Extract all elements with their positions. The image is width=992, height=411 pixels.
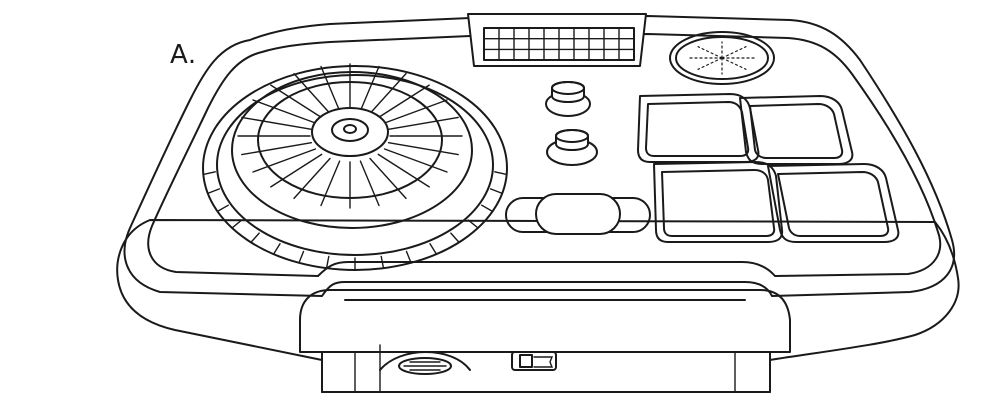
- display-grid-cells: [483, 27, 635, 61]
- jog-spoke: [293, 157, 331, 200]
- pad-inner: [749, 103, 844, 159]
- speaker-ray: [697, 46, 723, 59]
- rim-tick: [494, 171, 508, 176]
- jog-wheel-spindle: [331, 118, 369, 142]
- drum-pad-bottom-left[interactable]: [653, 161, 784, 243]
- speaker-inner-ring: [675, 36, 769, 80]
- jog-spoke: [383, 99, 448, 124]
- rotary-knob-top[interactable]: [545, 81, 591, 117]
- jog-wheel-spindle-center: [343, 124, 357, 134]
- scroll-wheel: [398, 357, 452, 375]
- drum-pad-bottom-right[interactable]: [767, 163, 900, 243]
- jog-spoke: [241, 116, 313, 131]
- rim-tick: [481, 204, 494, 213]
- rotary-knob-bottom[interactable]: [546, 129, 598, 166]
- scroll-wheel-ridges: [403, 361, 447, 371]
- jog-spoke: [387, 141, 459, 156]
- controller-body: [116, 15, 960, 393]
- crossfader-slider[interactable]: [505, 193, 651, 235]
- rim-tick: [429, 242, 438, 255]
- lcd-grid-display: [467, 13, 647, 67]
- front-panel: [299, 289, 791, 353]
- scroll-wheel-housing: [379, 351, 471, 371]
- rim-tick: [405, 250, 412, 264]
- front-panel-inner: [321, 299, 771, 393]
- body-outer-outline: [116, 219, 960, 393]
- switch-slot: [533, 356, 554, 368]
- pad-inner: [661, 169, 776, 237]
- knob-bottom-face: [555, 129, 589, 143]
- deck-outline: [123, 15, 956, 297]
- rim-tick: [325, 255, 330, 269]
- pad-outer: [653, 161, 784, 243]
- jog-spoke: [270, 153, 323, 188]
- pad-inner: [777, 171, 890, 237]
- front-switch[interactable]: [511, 351, 557, 371]
- jog-wheel-rim-ticks: [202, 171, 508, 271]
- deck-inner-outline: [147, 33, 942, 277]
- rim-tick: [380, 255, 385, 269]
- turntable-jog-wheel[interactable]: [202, 63, 508, 271]
- front-scroll-wheel[interactable]: [379, 351, 471, 375]
- switch-toggle[interactable]: [519, 354, 533, 368]
- rim-tick: [207, 188, 221, 195]
- jog-spoke: [270, 84, 323, 119]
- rim-tick: [231, 219, 243, 229]
- jog-wheel-platter: [231, 71, 473, 229]
- figure-label: A.: [170, 40, 197, 70]
- rim-tick: [467, 219, 479, 229]
- pad-inner: [645, 101, 750, 157]
- rim-tick: [298, 250, 305, 264]
- rim-tick: [202, 171, 217, 176]
- rim-tick: [250, 232, 260, 244]
- jog-spoke: [387, 116, 459, 131]
- knob-top-face: [551, 81, 585, 95]
- speaker-ray: [721, 46, 747, 59]
- jog-wheel-spokes: [237, 63, 463, 209]
- jog-spoke: [252, 99, 317, 124]
- rim-tick: [450, 232, 460, 244]
- jog-spoke: [241, 141, 313, 156]
- speaker-ray: [721, 57, 747, 70]
- rim-tick: [272, 242, 281, 255]
- jog-wheel-outer-rim: [202, 65, 508, 271]
- switch-housing: [511, 351, 557, 371]
- pad-outer: [767, 163, 900, 243]
- rim-tick: [489, 188, 503, 195]
- speaker-dotted-pattern: [687, 41, 757, 75]
- drum-pad-top-right[interactable]: [739, 95, 854, 165]
- jog-spoke: [359, 160, 380, 207]
- speaker-outer-ring: [669, 31, 775, 85]
- jog-spoke: [252, 148, 317, 173]
- jog-spoke: [369, 157, 407, 200]
- speaker-ray: [697, 57, 723, 70]
- speaker-grille: [669, 31, 775, 85]
- jog-spoke: [369, 72, 407, 115]
- rim-tick: [216, 204, 230, 213]
- crossfader-handle[interactable]: [535, 193, 621, 235]
- jog-spoke: [293, 72, 331, 115]
- jog-spoke: [320, 65, 341, 112]
- pad-outer: [739, 95, 854, 165]
- jog-spoke: [377, 84, 430, 119]
- jog-spoke: [320, 160, 341, 207]
- jog-spoke: [377, 153, 430, 188]
- jog-wheel-rim-inner: [216, 74, 494, 256]
- jog-spoke: [359, 65, 380, 112]
- jog-spoke: [383, 148, 448, 173]
